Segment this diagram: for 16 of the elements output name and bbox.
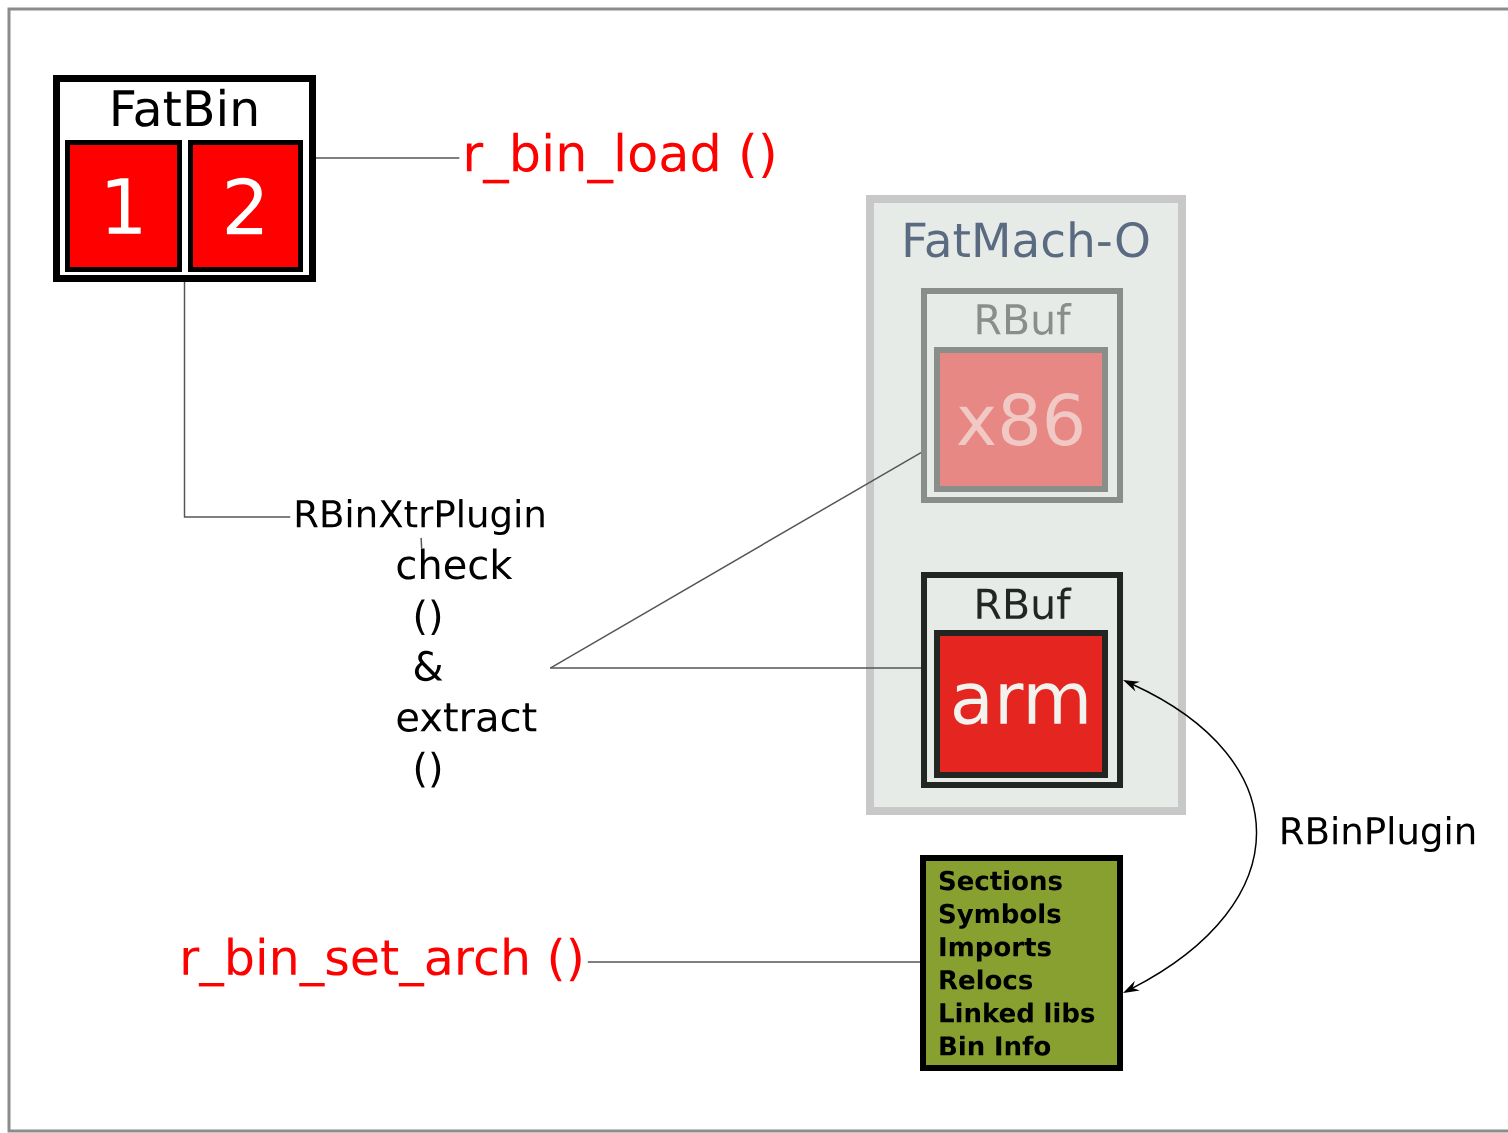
connector-line [183, 281, 291, 518]
slot-box: 2 [188, 140, 303, 272]
architecture-box: arm [934, 630, 1108, 778]
connector-line [549, 667, 922, 669]
function-label: r_bin_set_arch () [183, 937, 581, 987]
architecture-box: x86 [934, 347, 1108, 492]
plugin-label: RBinXtrPlugin [296, 499, 544, 535]
function-label: check () & extract () [397, 548, 537, 788]
connector-line [587, 961, 921, 963]
slot-box: 1 [65, 140, 182, 272]
info-list-box: Sections Symbols Imports Relocs Linked libs Bin Info [920, 855, 1123, 1071]
connector-line [420, 537, 423, 550]
connector-line [549, 451, 922, 669]
edge-label: RBinPlugin [1276, 813, 1480, 855]
connector-line [315, 157, 461, 159]
function-label: r_bin_load () [466, 132, 774, 184]
